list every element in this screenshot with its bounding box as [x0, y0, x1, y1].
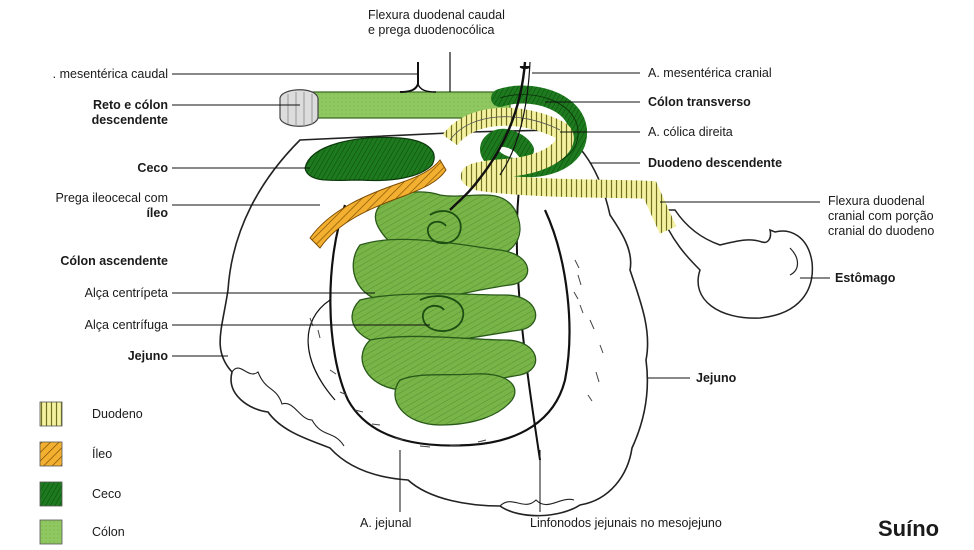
label-a-mesenterica-cranial: A. mesentérica cranial — [648, 66, 772, 80]
label-alca-centrifuga: Alça centrífuga — [0, 318, 168, 332]
label-flexura-cranial-2: cranial com porção — [828, 209, 934, 223]
label-jejuno-left: Jejuno — [0, 349, 168, 363]
label-a-mesenterica-caudal: . mesentérica caudal — [0, 67, 168, 81]
legend-swatch-ileo — [40, 442, 62, 466]
label-flexura-cranial-1: Flexura duodenal — [828, 194, 925, 208]
caudal-mesenteric-artery — [400, 62, 418, 92]
label-prega-ileocecal-2: íleo — [0, 206, 168, 220]
label-a-colica-direita: A. cólica direita — [648, 125, 733, 139]
label-colon-transverso: Cólon transverso — [648, 95, 751, 109]
legend-swatch-duodeno — [40, 402, 62, 426]
label-prega-ileocecal-1: Prega ileocecal com — [0, 191, 168, 205]
label-flexura-caudal-1: Flexura duodenal caudal — [368, 8, 505, 22]
stomach — [660, 210, 812, 318]
legend-label-ceco: Ceco — [92, 487, 121, 501]
legend-swatch-ceco — [40, 482, 62, 506]
label-jejuno-right: Jejuno — [696, 371, 736, 385]
legend-swatches — [40, 402, 62, 544]
legend-label-ileo: Íleo — [92, 447, 112, 461]
label-reto-colon-2: descendente — [0, 113, 168, 127]
label-flexura-cranial-3: cranial do duodeno — [828, 224, 934, 238]
label-reto-colon-1: Reto e cólon — [0, 98, 168, 112]
label-linfonodos: Linfonodos jejunais no mesojejuno — [530, 516, 722, 530]
label-colon-ascendente: Cólon ascendente — [0, 254, 168, 268]
label-alca-centripeta: Alça centrípeta — [0, 286, 168, 300]
label-flexura-caudal-2: e prega duodenocólica — [368, 23, 495, 37]
legend-label-duodeno: Duodeno — [92, 407, 143, 421]
label-duodeno-descendente: Duodeno descendente — [648, 156, 782, 170]
label-ceco: Ceco — [0, 161, 168, 175]
legend-swatch-colon — [40, 520, 62, 544]
legend-label-colon: Cólon — [92, 525, 125, 539]
label-species: Suíno — [878, 522, 939, 536]
label-estomago: Estômago — [835, 271, 895, 285]
label-a-jejunal: A. jejunal — [360, 516, 411, 530]
